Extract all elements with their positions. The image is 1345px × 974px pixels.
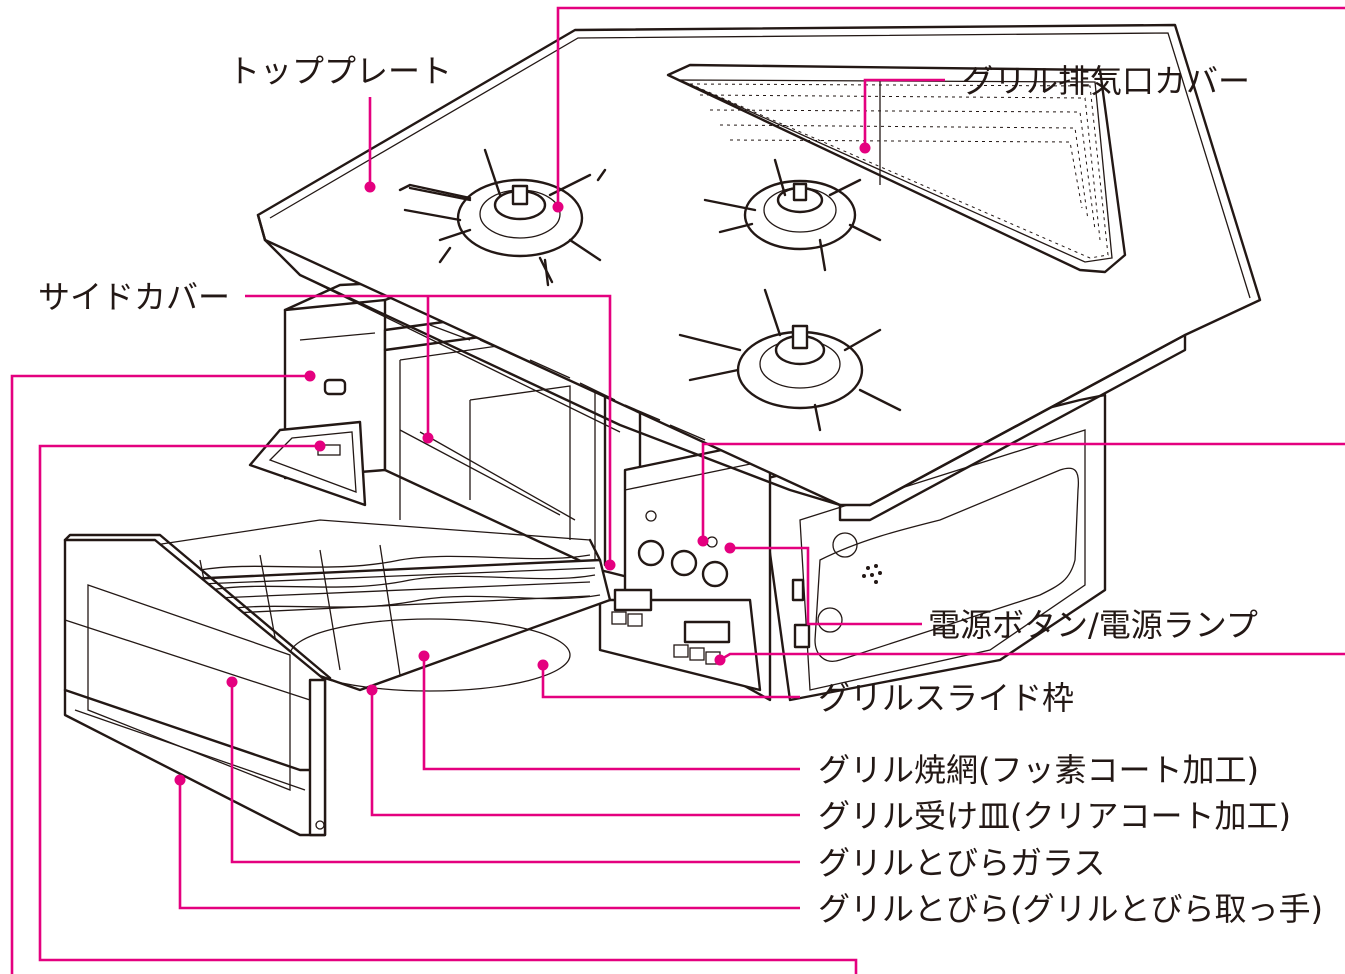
leader-dot-grill-tray [366, 684, 378, 696]
label-grill-slide-frame: グリルスライド枠 [818, 679, 1074, 717]
leader-grill-tray [370, 690, 800, 817]
leader-front-panel [719, 652, 1345, 662]
label-grill-exhaust-cover: グリル排気口カバー [962, 62, 1250, 100]
leader-burner [556, 6, 1345, 207]
leader-left-outer [10, 374, 310, 974]
label-grill-tray: グリル受け皿(クリアコート加工) [818, 797, 1291, 835]
stove-illustration [63, 23, 1262, 837]
leader-dot-exhaust-cover [859, 142, 871, 154]
leader-exhaust-cover [863, 78, 945, 148]
leader-dot-left-outer [304, 370, 316, 382]
plate-edge-slots [429, 324, 706, 441]
leader-lines [10, 6, 1345, 974]
leader-door [178, 780, 800, 910]
label-grill-door-glass: グリルとびらガラス [818, 844, 1105, 882]
leader-dot-left-panel [314, 440, 326, 452]
burner-left-art [398, 148, 607, 287]
leader-dot-burner [552, 201, 564, 213]
leader-dot-right-panel [697, 535, 709, 547]
leader-dot-door [174, 774, 186, 786]
burner-front-art [678, 288, 902, 432]
label-grill-door: グリルとびら(グリルとびら取っ手) [818, 890, 1323, 928]
leader-dot-side-cover-b [604, 559, 616, 571]
label-side-cover: サイドカバー [38, 278, 230, 316]
grill-net-wires [199, 554, 601, 611]
leader-left-panel [38, 444, 858, 974]
vent-holes [862, 564, 882, 584]
leader-door-glass [230, 682, 800, 864]
callout-labels: トッププレート グリル排気口カバー サイドカバー 電源ボタン/電源ランプ グリル… [38, 52, 1323, 928]
leader-dot-top-plate [364, 181, 376, 193]
label-power-button-lamp: 電源ボタン/電源ランプ [928, 606, 1258, 644]
leader-dot-side-cover-a [422, 432, 434, 444]
label-grill-net: グリル焼網(フッ素コート加工) [818, 751, 1259, 789]
leader-dot-slide-frame [537, 659, 549, 671]
grill-door-art [63, 533, 332, 837]
burner-right-art [703, 158, 882, 272]
leader-dot-grill-net [418, 650, 430, 662]
leader-right-panel [701, 442, 1345, 541]
leader-power [730, 546, 922, 626]
leader-dot-front-panel [714, 654, 726, 666]
label-top-plate: トッププレート [228, 52, 452, 90]
leader-dot-door-glass [226, 676, 238, 688]
leader-dot-power [724, 542, 736, 554]
exhaust-cover-art [666, 63, 1127, 274]
leader-grill-net [422, 656, 800, 771]
leader-side-cover [245, 294, 612, 565]
leader-slide-frame [541, 665, 800, 699]
